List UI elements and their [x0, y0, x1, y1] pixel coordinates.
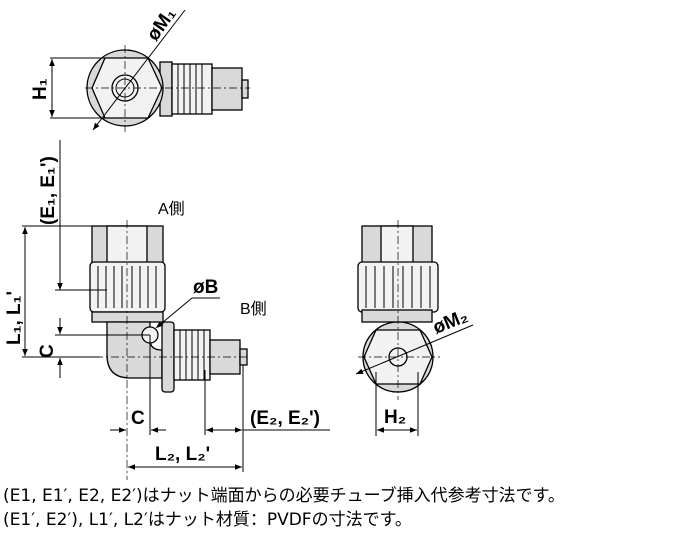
m1-label: øM₁: [143, 4, 181, 45]
side-a-label: A側: [158, 200, 185, 218]
l2-label: L₂, L₂': [155, 444, 210, 465]
h1-label: H₁: [30, 78, 51, 100]
b-label: øB: [193, 277, 218, 298]
dimension-drawing: H₁ øM₁ (E₁, E₁'): [4, 4, 474, 480]
top-view: H₁ øM₁: [30, 4, 250, 132]
footnote-insertion-length: (E1, E1′, E2, E2′)はナット端面からの必要チューブ挿入代参考寸法…: [3, 486, 565, 506]
footnote-pvdf-dimensions: (E1′, E2′), L1′, L2′はナット材質：PVDFの寸法です。: [3, 510, 412, 530]
m2-leader-line: [355, 324, 474, 375]
c-vertical-label: C: [37, 344, 58, 358]
c-horizontal-label: C: [131, 408, 145, 429]
h2-label: H₂: [384, 407, 406, 428]
e2-label: (E₂, E₂'): [250, 408, 320, 429]
m1-leader-line: [92, 9, 186, 131]
side-b-label: B側: [240, 300, 267, 318]
side-view: H₂ øM₂: [355, 220, 474, 436]
front-view: (E₁, E₁') L₁, L₁' C C A側 B側 øB (E₂, E₂')…: [4, 140, 330, 480]
e1-label: (E₁, E₁'): [38, 156, 59, 225]
b-leader-line: [155, 297, 193, 329]
l1-label: L₁, L₁': [4, 291, 25, 345]
